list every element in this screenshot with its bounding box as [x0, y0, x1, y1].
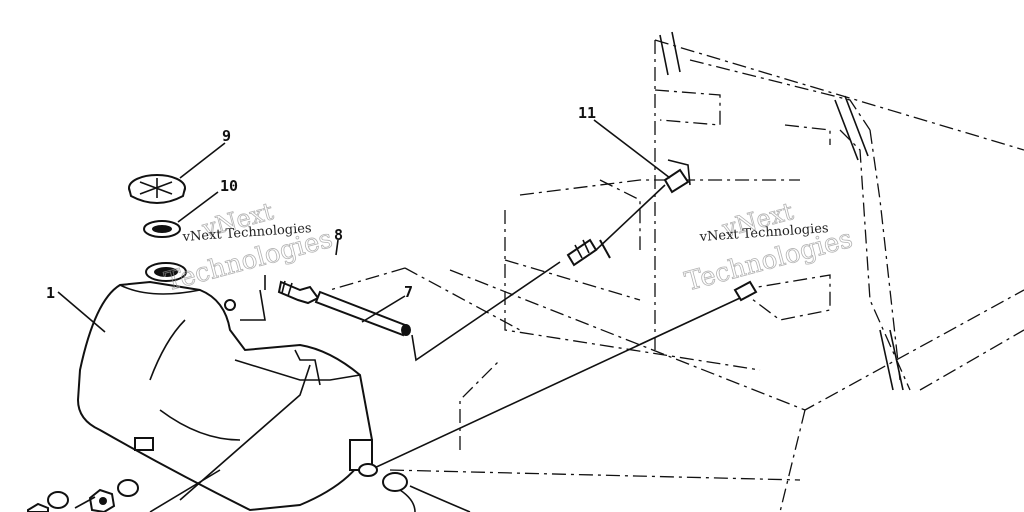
fuel-hose — [314, 290, 411, 337]
callout-11: 11 — [578, 104, 596, 122]
fuel-lines — [149, 184, 741, 512]
chassis-outline — [329, 39, 1024, 512]
fuel-filter — [566, 159, 758, 302]
watermark-right: vNext Technologies — [681, 197, 856, 298]
callout-10: 10 — [220, 177, 238, 195]
callout-7: 7 — [404, 283, 413, 301]
hose-fitting — [277, 239, 339, 305]
fuel-tank — [76, 262, 374, 512]
watermark-left: vNext Technologies — [161, 197, 336, 298]
mounting-hardware — [27, 463, 471, 512]
fuel-cap — [128, 174, 186, 204]
roll-bar — [659, 31, 904, 391]
cap-gasket — [143, 220, 181, 238]
callout-1: 1 — [46, 284, 55, 302]
callout-leaders — [57, 119, 671, 333]
callout-9: 9 — [222, 127, 231, 145]
callout-8: 8 — [334, 226, 343, 244]
